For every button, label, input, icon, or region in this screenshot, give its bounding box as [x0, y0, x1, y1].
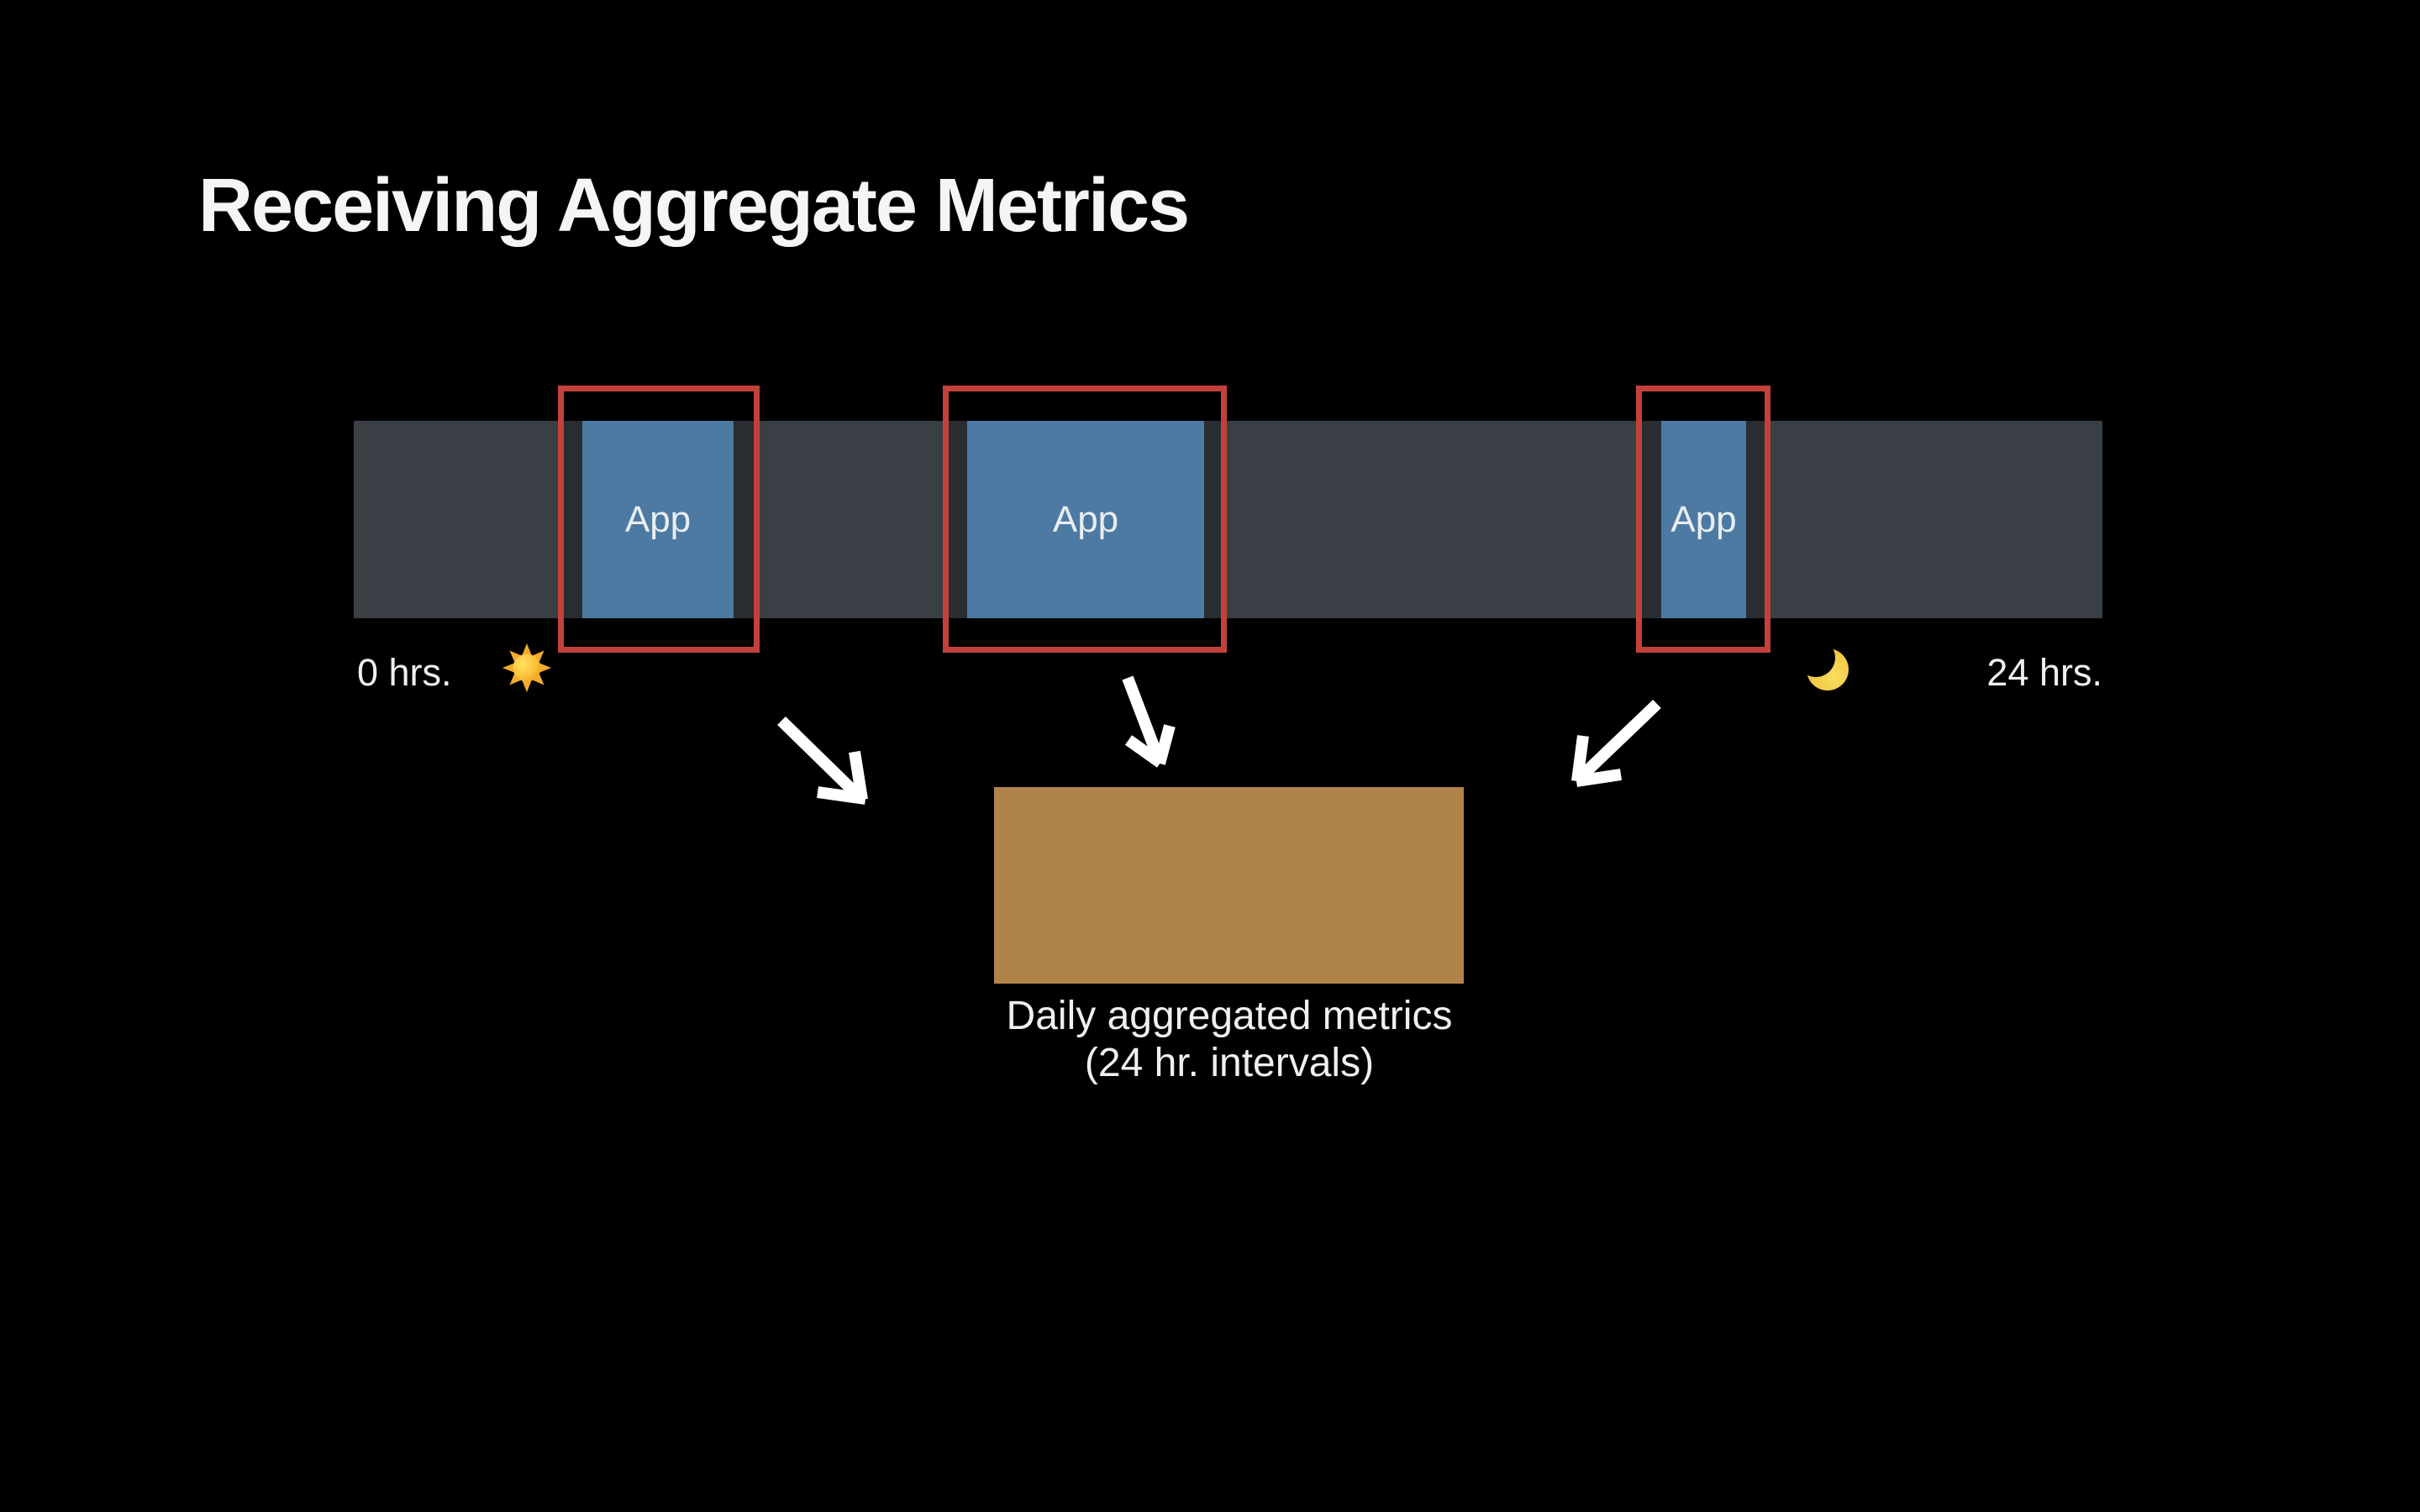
moon-icon: [1801, 643, 1851, 693]
app-session-block-1: App: [582, 421, 734, 618]
timeline-start-label: 0 hrs.: [357, 651, 452, 694]
arrow-down-right-icon: [777, 716, 868, 805]
aggregate-caption-line2: (24 hr. intervals): [1084, 1040, 1375, 1085]
app-session-label: App: [624, 498, 692, 540]
timeline-end-label: 24 hrs.: [1986, 651, 2102, 694]
app-session-block-3: App: [1661, 421, 1746, 618]
arrow-down-icon: [1122, 675, 1176, 768]
daily-aggregate-block: [994, 787, 1464, 984]
app-session-label: App: [1052, 498, 1119, 540]
sun-icon: [501, 642, 553, 694]
app-session-label: App: [1670, 498, 1737, 540]
app-session-block-2: App: [967, 421, 1204, 618]
arrow-down-left-icon: [1571, 699, 1661, 787]
slide-title: Receiving Aggregate Metrics: [198, 164, 1190, 248]
aggregate-caption: Daily aggregated metrics (24 hr. interva…: [944, 993, 1515, 1086]
aggregate-caption-line1: Daily aggregated metrics: [1006, 994, 1453, 1038]
